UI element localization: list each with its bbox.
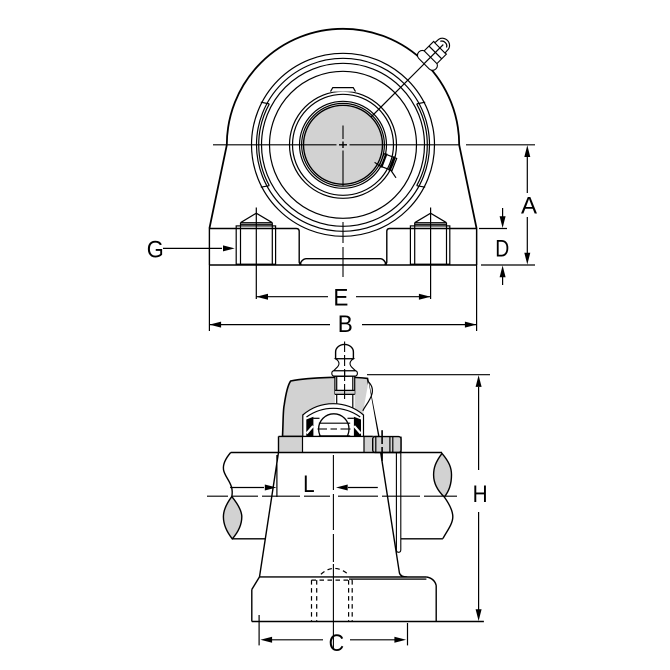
- svg-text:A: A: [521, 193, 537, 220]
- svg-text:D: D: [495, 235, 509, 262]
- svg-text:C: C: [329, 630, 345, 657]
- svg-text:L: L: [303, 471, 315, 498]
- svg-text:H: H: [473, 481, 488, 508]
- svg-text:E: E: [333, 285, 348, 312]
- svg-text:G: G: [147, 237, 164, 264]
- svg-text:B: B: [338, 311, 353, 338]
